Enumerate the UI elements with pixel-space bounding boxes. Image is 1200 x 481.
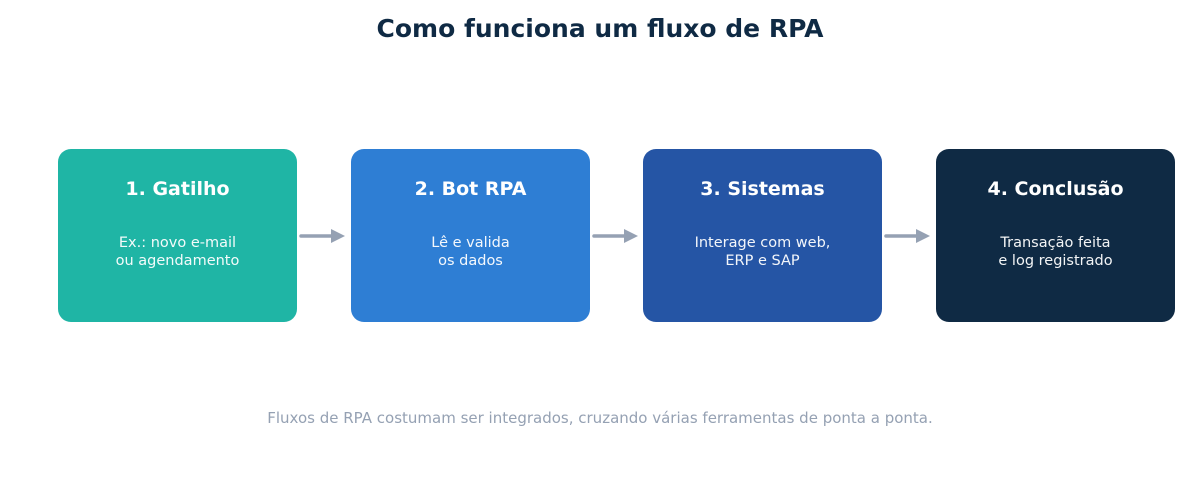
step-box-systems: 3. Sistemas Interage com web, ERP e SAP <box>643 149 882 322</box>
footer-note: Fluxos de RPA costumam ser integrados, c… <box>267 409 933 427</box>
step-description: Ex.: novo e-mail ou agendamento <box>115 235 240 269</box>
step-title: 1. Gatilho <box>125 178 230 200</box>
arrow-right-icon <box>592 229 638 243</box>
arrow-right-icon <box>884 229 930 243</box>
step-description: Transação feita e log registrado <box>998 235 1113 269</box>
step-box-conclusion: 4. Conclusão Transação feita e log regis… <box>936 149 1175 322</box>
step-title: 3. Sistemas <box>700 178 825 200</box>
step-box-rpa-bot: 2. Bot RPA Lê e valida os dados <box>351 149 590 322</box>
arrow-right-icon <box>299 229 345 243</box>
step-description: Interage com web, ERP e SAP <box>694 235 831 269</box>
step-title: 4. Conclusão <box>987 178 1124 200</box>
step-title: 2. Bot RPA <box>414 178 527 200</box>
step-description: Lê e valida os dados <box>431 235 510 269</box>
step-box-trigger: 1. Gatilho Ex.: novo e-mail ou agendamen… <box>58 149 297 322</box>
diagram-title: Como funciona um fluxo de RPA <box>376 14 824 43</box>
